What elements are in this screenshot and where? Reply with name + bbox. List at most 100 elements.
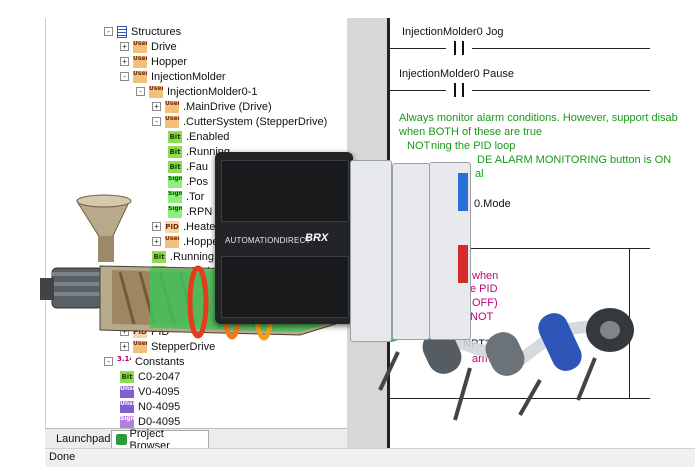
sdw-type-icon: Signed DWord	[168, 175, 182, 188]
bit-type-icon: Bit	[152, 265, 166, 278]
tab-project-browser[interactable]: Project Browser	[111, 428, 209, 452]
tree-item[interactable]: Bit .Running	[152, 249, 214, 264]
status-text: Done	[49, 451, 76, 463]
tree-item-label: .RPN	[186, 205, 213, 218]
user-type-icon: User Defn	[165, 235, 179, 248]
tree-item[interactable]: Unsign Word V0-4095	[120, 384, 180, 399]
tree-item[interactable]: Bit .Fau	[168, 159, 208, 174]
structures-icon	[117, 25, 127, 38]
tree-item[interactable]: + User Defn .Hopper	[152, 234, 222, 249]
tree-item[interactable]: Bit.Enabled	[168, 129, 229, 144]
comment-fragment: arms	[472, 353, 497, 365]
expand-icon[interactable]: +	[152, 237, 161, 246]
rung-comment-line: ning the PID loop	[431, 140, 516, 152]
bottom-tab-bar: Launchpad Project Browser	[45, 428, 347, 452]
bit-type-icon: Bit	[168, 130, 182, 143]
user-type-icon: User Defn	[165, 100, 179, 113]
user-type-icon: User Defn	[133, 40, 147, 53]
contact-pause[interactable]	[446, 83, 472, 97]
sdw-type-icon: Signed DWord	[168, 205, 182, 218]
user-type-icon: User Defn	[133, 340, 147, 353]
tag-fragment: NPT3	[463, 338, 492, 350]
tree-item[interactable]: + PID PID	[120, 324, 169, 339]
tree-item[interactable]: -User Defn .CutterSystem (StepperDrive)	[152, 114, 327, 129]
tree-item-label: .HeaterP	[183, 220, 227, 233]
uwd-type-icon: Unsign Word	[120, 385, 134, 398]
tree-item-label: V0-4095	[138, 385, 180, 398]
tree-item-label: .Running	[170, 250, 215, 263]
expand-icon[interactable]: +	[120, 42, 129, 51]
tree-item[interactable]: - Structures	[104, 24, 181, 39]
tree-item-label: InjectionMolder0-1	[167, 85, 258, 98]
user-type-icon: User Defn	[149, 85, 163, 98]
tree-item[interactable]: + PID .HeaterP	[152, 219, 226, 234]
const-type-icon: 3.14 42	[117, 355, 131, 368]
pid-type-icon: PID	[165, 220, 179, 233]
bit-type-icon: Bit	[168, 160, 182, 173]
contact-label-pause: InjectionMolder0 Pause	[399, 68, 514, 80]
tree-item[interactable]: Bit .Running	[168, 144, 230, 159]
tree-item[interactable]: -User DefnInjectionMolder	[120, 69, 226, 84]
ladder-editor: InjectionMolder0 Jog InjectionMolder0 Pa…	[347, 18, 678, 448]
tree-item[interactable]: Signed DWord.Tor	[168, 189, 204, 204]
mode-fragment: 0.Mode	[474, 198, 511, 210]
tree-item-label: .Fau	[186, 160, 209, 173]
expand-icon[interactable]: +	[120, 342, 129, 351]
comment-fragment: OFF)	[472, 297, 498, 309]
tree-item[interactable]: +User DefnHopper	[120, 54, 187, 69]
rung-comment-line: Always monitor alarm conditions. However…	[399, 112, 678, 124]
expand-icon[interactable]: +	[152, 102, 161, 111]
expand-icon[interactable]: +	[120, 327, 129, 336]
tree-item[interactable]: +User Defn.MainDrive (Drive)	[152, 99, 272, 114]
tree-item-label: Structures	[131, 25, 182, 38]
rung-comment-line: when BOTH of these are true	[399, 126, 543, 138]
tree-item[interactable]: -User Defn InjectionMolder0-1	[136, 84, 258, 99]
bit-type-icon: Bit	[168, 145, 182, 158]
tree-item-label: D0-4095	[138, 415, 181, 428]
rung-line-jog	[390, 48, 650, 49]
tree-item[interactable]: + User Defn StepperDrive	[120, 339, 215, 354]
bit-type-icon: Bit	[120, 370, 134, 383]
contact-jog[interactable]	[446, 41, 472, 55]
expand-icon[interactable]: +	[120, 57, 129, 66]
tree-item[interactable]: -3.14 42Constants	[104, 354, 185, 369]
tree-item-label: Drive	[151, 40, 177, 53]
comment-fragment: e PID	[470, 283, 498, 295]
rung-line	[390, 398, 650, 399]
tab-launchpad[interactable]: Launchpad	[49, 430, 111, 448]
tree-item-label: .Hopper	[183, 235, 223, 248]
tree-item-label: .Running	[186, 145, 231, 158]
tree-item[interactable]: Signed DWord .RPN	[168, 204, 212, 219]
expand-icon[interactable]: +	[152, 222, 161, 231]
rung-comment-line: al	[475, 168, 484, 180]
user-type-icon: User Defn	[133, 55, 147, 68]
tree-item-label: .Faulted	[170, 265, 210, 278]
tree-item-label: N0-4095	[138, 400, 181, 413]
collapse-icon[interactable]: -	[120, 72, 129, 81]
sw-type-icon: Signed DWord	[120, 415, 134, 428]
collapse-icon[interactable]: -	[104, 357, 113, 366]
collapse-icon[interactable]: -	[152, 117, 161, 126]
rung-gutter	[347, 18, 387, 448]
tree-item[interactable]: Signed DWord .Pos	[168, 174, 208, 189]
comment-fragment: NOT	[470, 311, 494, 323]
contact-label-jog: InjectionMolder0 Jog	[402, 26, 504, 38]
user-type-icon: User Defn	[165, 115, 179, 128]
tab-launchpad-label: Launchpad	[56, 433, 111, 445]
tree-item-label: .Pos	[186, 175, 209, 188]
bit-type-icon: Bit	[152, 250, 166, 263]
tree-item-label: StepperDrive	[151, 340, 216, 353]
tree-item[interactable]: Signed DWord D0-4095	[120, 414, 180, 428]
collapse-icon[interactable]: -	[136, 87, 145, 96]
user-type-icon: User Defn	[133, 70, 147, 83]
tree-item-label: PID	[151, 325, 170, 338]
tree-item[interactable]: + User Defn Drive	[120, 39, 177, 54]
status-bar: Done	[45, 448, 695, 467]
collapse-icon[interactable]: -	[104, 27, 113, 36]
tree-item[interactable]: Bit .Faulted	[152, 264, 210, 279]
pid-type-icon: PID	[133, 325, 147, 338]
uwd-type-icon: Unsign Word	[120, 400, 134, 413]
tree-item-label: .CutterSystem (StepperDrive)	[183, 115, 328, 128]
tree-item[interactable]: Unsign Word N0-4095	[120, 399, 180, 414]
